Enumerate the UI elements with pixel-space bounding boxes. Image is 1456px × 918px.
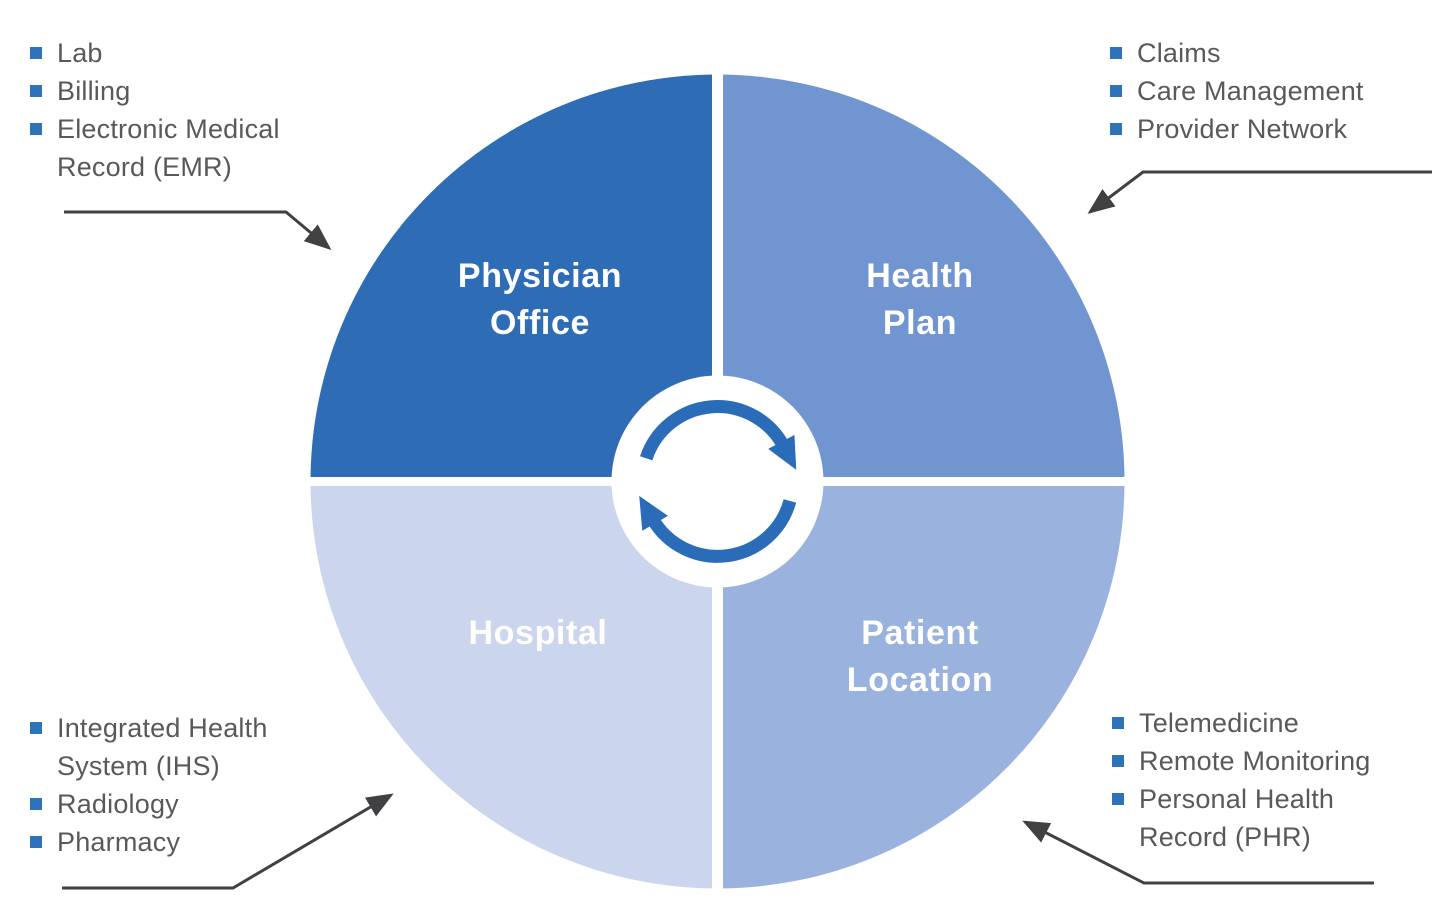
health-plan-label: Health Plan [770,253,1070,347]
hospital-list: Integrated Health System (IHS) Radiology… [30,709,312,861]
square-bullet-icon [1112,755,1124,767]
list-item-label: Care Management [1137,76,1364,106]
list-item: Radiology [30,785,312,823]
hospital-label-line1: Hospital [468,614,608,652]
square-bullet-icon [30,47,42,59]
cycle-bottom-arc [639,495,797,563]
list-item-label: Personal Health Record (PHR) [1139,784,1335,852]
list-item: Pharmacy [30,823,312,861]
list-item: Personal Health Record (PHR) [1112,780,1399,856]
list-item: Claims [1110,34,1364,72]
hospital-label: Hospital [388,610,688,657]
square-bullet-icon [1112,793,1124,805]
sync-cycle-arrows-icon [639,400,797,563]
list-item-label: Billing [57,76,131,106]
arrow-to-physician-office [64,210,332,250]
health-plan-label-line1: Health [866,257,974,295]
list-item: Lab [30,34,312,72]
list-item: Care Management [1110,72,1364,110]
list-item-label: Provider Network [1137,114,1348,144]
list-item-label: Remote Monitoring [1139,746,1371,776]
list-item: Remote Monitoring [1112,742,1399,780]
patient-location-list: Telemedicine Remote Monitoring Personal … [1112,704,1399,856]
list-item-label: Electronic Medical Record (EMR) [57,114,280,182]
list-item: Telemedicine [1112,704,1399,742]
arrow-to-hospital [62,793,394,890]
square-bullet-icon [30,722,42,734]
physician-office-label-line2: Office [490,304,590,342]
quadrant-hospital [310,481,718,889]
list-item-label: Claims [1137,38,1221,68]
list-item-label: Lab [57,38,103,68]
cycle-top-arc [640,400,797,470]
square-bullet-icon [1112,717,1124,729]
list-item-label: Radiology [57,789,179,819]
patient-location-label-line1: Patient [861,614,979,652]
health-plan-label-line2: Plan [882,304,958,342]
list-item-label: Pharmacy [57,827,181,857]
square-bullet-icon [1110,123,1122,135]
patient-location-label-line2: Location [846,661,994,699]
health-plan-list: Claims Care Management Provider Network [1110,34,1364,148]
list-item: Provider Network [1110,110,1364,148]
square-bullet-icon [1110,47,1122,59]
square-bullet-icon [30,798,42,810]
list-item: Electronic Medical Record (EMR) [30,110,312,186]
arrow-to-patient-location [1022,820,1374,885]
square-bullet-icon [1110,85,1122,97]
patient-location-label: Patient Location [770,610,1070,704]
square-bullet-icon [30,85,42,97]
square-bullet-icon [30,123,42,135]
square-bullet-icon [30,836,42,848]
list-item-label: Telemedicine [1139,708,1299,738]
list-item: Integrated Health System (IHS) [30,709,312,785]
physician-office-label: Physician Office [390,253,690,347]
quadrant-physician-office [310,74,718,482]
physician-office-label-line1: Physician [457,257,623,295]
quadrant-patient-location [717,481,1125,889]
arrow-to-health-plan [1087,170,1432,214]
physician-office-list: Lab Billing Electronic Medical Record (E… [30,34,312,186]
list-item-label: Integrated Health System (IHS) [57,713,268,781]
list-item: Billing [30,72,312,110]
quadrant-health-plan [717,74,1125,482]
